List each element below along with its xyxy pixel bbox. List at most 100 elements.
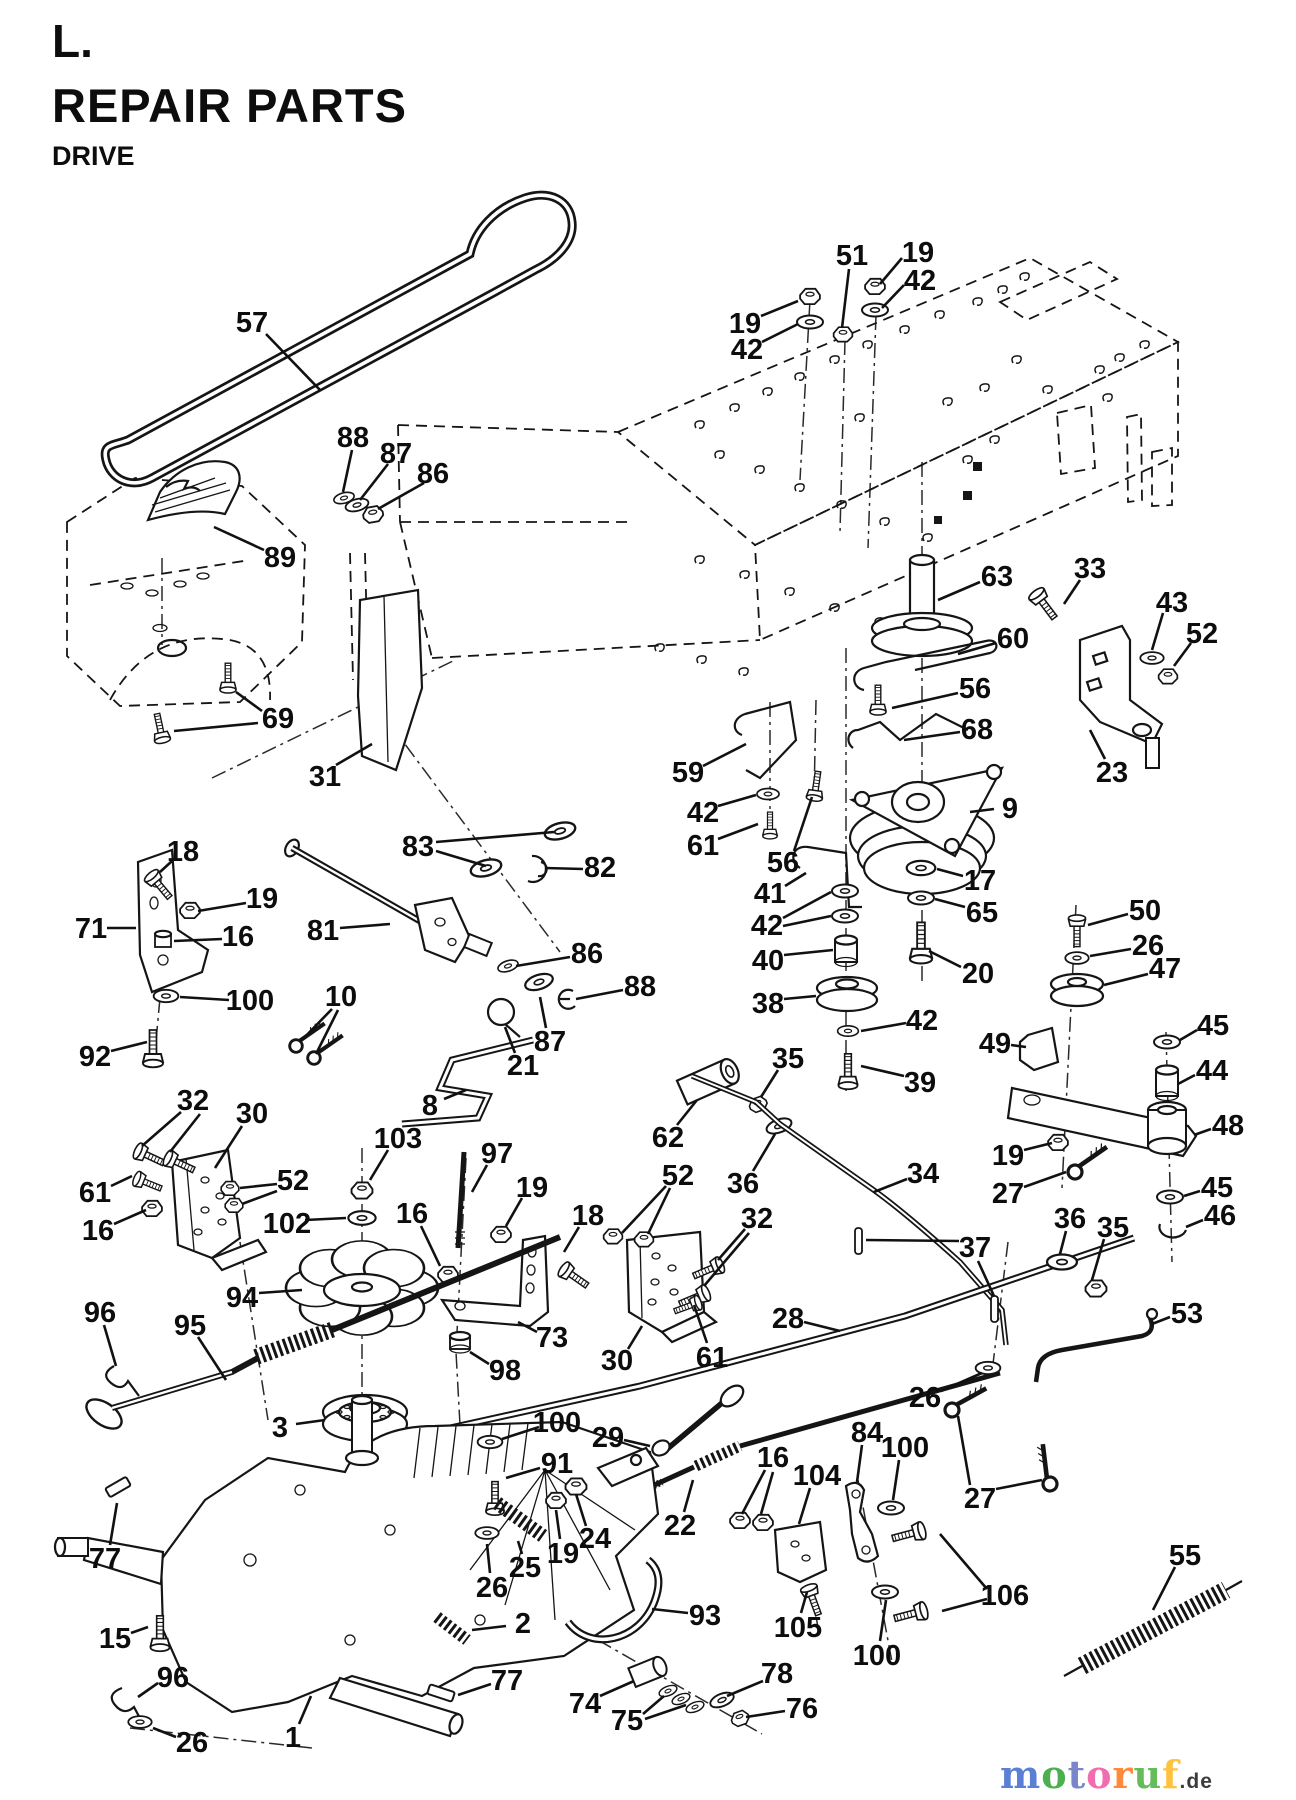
callout-50: 50 (1129, 895, 1161, 927)
panel-31 (356, 588, 424, 772)
callout-60: 60 (997, 623, 1029, 655)
callout-63: 63 (981, 561, 1013, 593)
callout-30: 30 (236, 1098, 268, 1130)
nut-19g (545, 1491, 567, 1509)
callout-8: 8 (422, 1090, 438, 1122)
leader-line-88 (341, 449, 354, 493)
eyebolt-27d (1030, 1443, 1063, 1492)
wire-59 (733, 700, 798, 780)
callout-26: 26 (1132, 930, 1164, 962)
leader-line-65 (934, 897, 966, 909)
callout-36: 36 (727, 1168, 759, 1200)
callout-82: 82 (584, 852, 616, 884)
leader-line-89 (213, 525, 265, 552)
washer-102 (347, 1210, 377, 1226)
section-letter: L. (52, 15, 93, 67)
watermark-letters: motoruf (1000, 1752, 1180, 1797)
leader-line-86 (377, 481, 425, 511)
callout-96: 96 (157, 1662, 189, 1694)
washer-45a (1153, 1034, 1181, 1050)
leader-line-38 (783, 994, 817, 1001)
callout-38: 38 (752, 988, 784, 1020)
belt-keeper-89 (146, 460, 241, 522)
callout-71: 71 (75, 913, 107, 945)
leader-line-55 (1151, 1566, 1177, 1611)
leader-line-100 (179, 995, 230, 1002)
wire-60 (853, 639, 998, 692)
callout-21: 21 (507, 1050, 539, 1082)
callout-25: 25 (509, 1552, 541, 1584)
callout-97: 97 (481, 1138, 513, 1170)
leader-line-45 (1179, 1028, 1198, 1042)
callout-81: 81 (307, 915, 339, 947)
leader-line-19 (760, 299, 799, 318)
callout-48: 48 (1212, 1110, 1244, 1142)
callout-65: 65 (966, 897, 998, 929)
leader-line-34 (873, 1177, 908, 1194)
transaxle-1 (53, 1394, 660, 1738)
leader-line-30 (626, 1325, 644, 1350)
callout-22: 22 (664, 1510, 696, 1542)
callout-42: 42 (904, 265, 936, 297)
leader-line-97 (470, 1164, 489, 1193)
callout-75: 75 (611, 1705, 643, 1737)
callout-30: 30 (601, 1345, 633, 1377)
leader-line-19 (1023, 1141, 1053, 1152)
chassis-frame (349, 256, 1180, 681)
callout-1: 1 (285, 1722, 301, 1754)
watermark-letter: o (1041, 1752, 1068, 1797)
spacer-pulley-63 (870, 553, 974, 658)
callout-31: 31 (309, 761, 341, 793)
callout-104: 104 (793, 1460, 841, 1492)
watermark-letter: o (1086, 1752, 1113, 1797)
callout-34: 34 (907, 1158, 939, 1190)
leader-line-18 (562, 1226, 581, 1253)
leader-line-37 (865, 1238, 960, 1243)
callout-61: 61 (79, 1177, 111, 1209)
leader-line-61 (692, 1304, 709, 1344)
bolt-18b (555, 1259, 593, 1294)
leader-line-106 (939, 1533, 988, 1590)
leader-line-32 (168, 1113, 202, 1153)
drive-belt-57 (100, 190, 577, 488)
callout-32: 32 (177, 1085, 209, 1117)
frame-screw-marks (654, 272, 1150, 676)
hairpin-96a (105, 1365, 140, 1397)
washer-43 (1139, 651, 1165, 665)
guard-49 (1018, 1026, 1060, 1072)
leader-line-42 (782, 914, 832, 928)
page-title: REPAIR PARTS (52, 79, 407, 132)
callout-89: 89 (264, 542, 296, 574)
leader-line-42 (761, 322, 799, 344)
leader-line-27 (995, 1478, 1043, 1491)
washer-26c (974, 1360, 1002, 1376)
leader-line-26 (152, 1726, 177, 1739)
leader-line-26 (1089, 947, 1132, 958)
spring-2 (433, 1612, 471, 1645)
leader-line-3 (295, 1418, 326, 1426)
leader-line-60 (957, 641, 997, 656)
e-clip-88 (557, 988, 576, 1010)
bolt-56b (805, 769, 827, 803)
leader-line-56 (891, 691, 959, 710)
leader-line-57 (265, 333, 321, 391)
leader-line-75 (644, 1703, 687, 1721)
callout-100: 100 (853, 1640, 901, 1672)
callout-61: 61 (696, 1342, 728, 1374)
leader-line-61 (717, 822, 759, 841)
watermark-letter: m (1000, 1752, 1042, 1797)
leader-line-32 (141, 1111, 182, 1147)
callout-32: 32 (741, 1203, 773, 1235)
washer-100e (877, 1500, 905, 1516)
callout-26: 26 (176, 1727, 208, 1759)
leader-line-45 (1183, 1189, 1201, 1198)
callout-52: 52 (1186, 618, 1218, 650)
leader-line-19 (504, 1197, 524, 1227)
washer-36a (1045, 1253, 1079, 1271)
leader-line-19 (197, 901, 247, 913)
callout-10: 10 (325, 981, 357, 1013)
leader-line-2 (471, 1624, 507, 1632)
leader-line-51 (840, 268, 851, 329)
leader-line-88 (575, 988, 624, 1001)
